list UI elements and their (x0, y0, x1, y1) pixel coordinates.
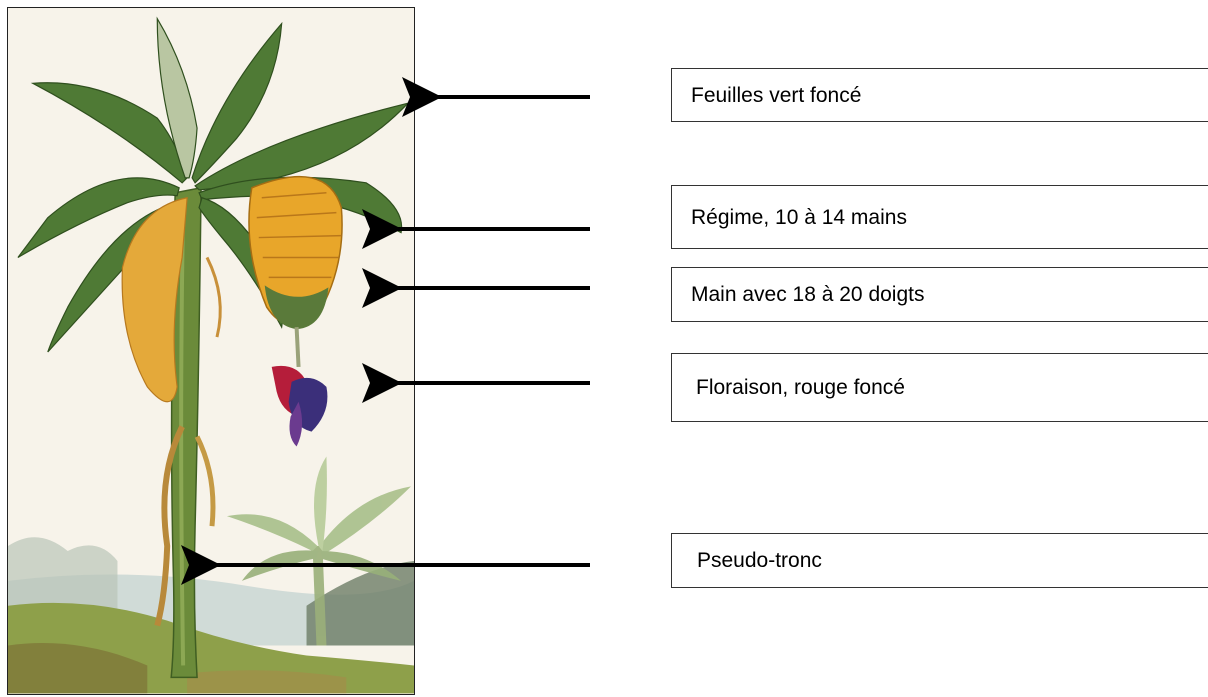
label-leaves: Feuilles vert foncé (671, 68, 1208, 122)
label-leaves-text: Feuilles vert foncé (691, 85, 861, 106)
label-flowering-text: Floraison, rouge foncé (696, 377, 905, 398)
label-bunch: Régime, 10 à 14 mains (671, 185, 1208, 249)
banana-plant-drawing (8, 8, 414, 694)
label-flowering: Floraison, rouge foncé (671, 353, 1208, 422)
banana-plant-illustration (7, 7, 415, 695)
label-hand-text: Main avec 18 à 20 doigts (691, 284, 924, 305)
label-hand: Main avec 18 à 20 doigts (671, 267, 1208, 322)
label-bunch-text: Régime, 10 à 14 mains (691, 207, 907, 228)
label-pseudostem: Pseudo-tronc (671, 533, 1208, 588)
label-pseudostem-text: Pseudo-tronc (697, 550, 822, 571)
